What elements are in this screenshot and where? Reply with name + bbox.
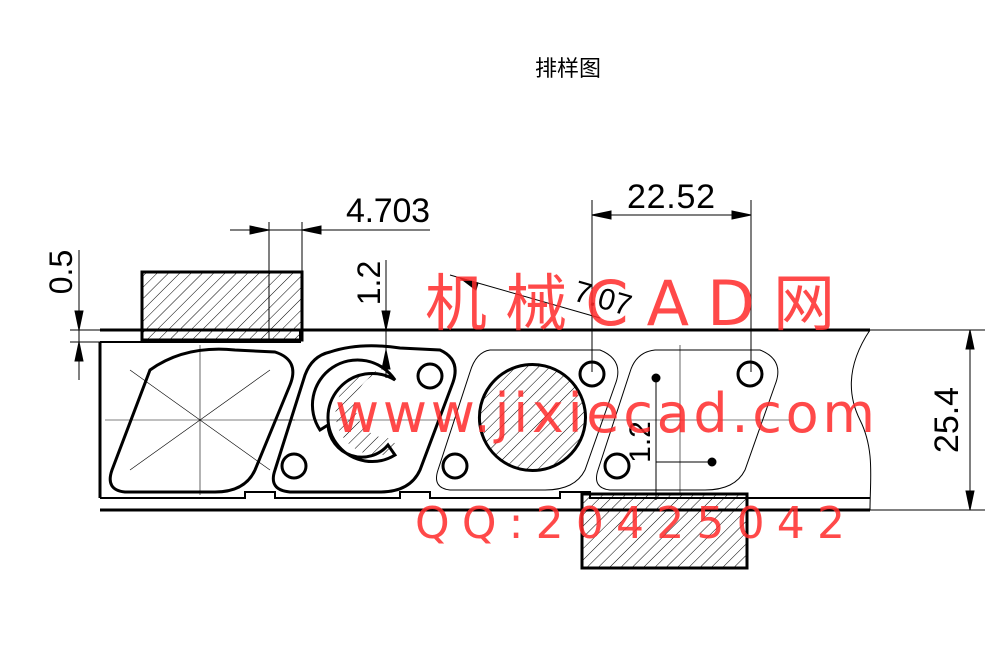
part-blank-1 — [105, 345, 295, 495]
dimension-label-4703: 4.703 — [346, 192, 430, 230]
drawing-title: 排样图 — [535, 57, 601, 82]
part-blank-3 — [436, 349, 619, 491]
lower-guide-block — [580, 492, 749, 570]
dimension-254 — [870, 329, 985, 511]
part-blank-2 — [270, 344, 457, 494]
upper-guide-block — [140, 270, 304, 342]
dimension-label-12-upper: 1.2 — [351, 261, 387, 305]
dimension-label-2252: 22.52 — [627, 178, 715, 216]
watermark-qq: QQ:20425042 — [415, 498, 845, 549]
dimension-707 — [449, 274, 601, 319]
dimension-12-lower — [655, 378, 712, 500]
dimension-12-upper — [381, 260, 391, 378]
dimension-05 — [70, 250, 142, 380]
dimension-label-254: 25.4 — [928, 387, 966, 453]
part-blank-4 — [596, 345, 790, 495]
dimension-2252 — [591, 200, 752, 372]
watermark-url: www.jixiecad.com — [335, 382, 875, 445]
dimension-label-12-lower: 1.2 — [624, 421, 657, 463]
dimension-label-05: 0.5 — [43, 250, 79, 294]
dimension-4703 — [230, 222, 430, 340]
